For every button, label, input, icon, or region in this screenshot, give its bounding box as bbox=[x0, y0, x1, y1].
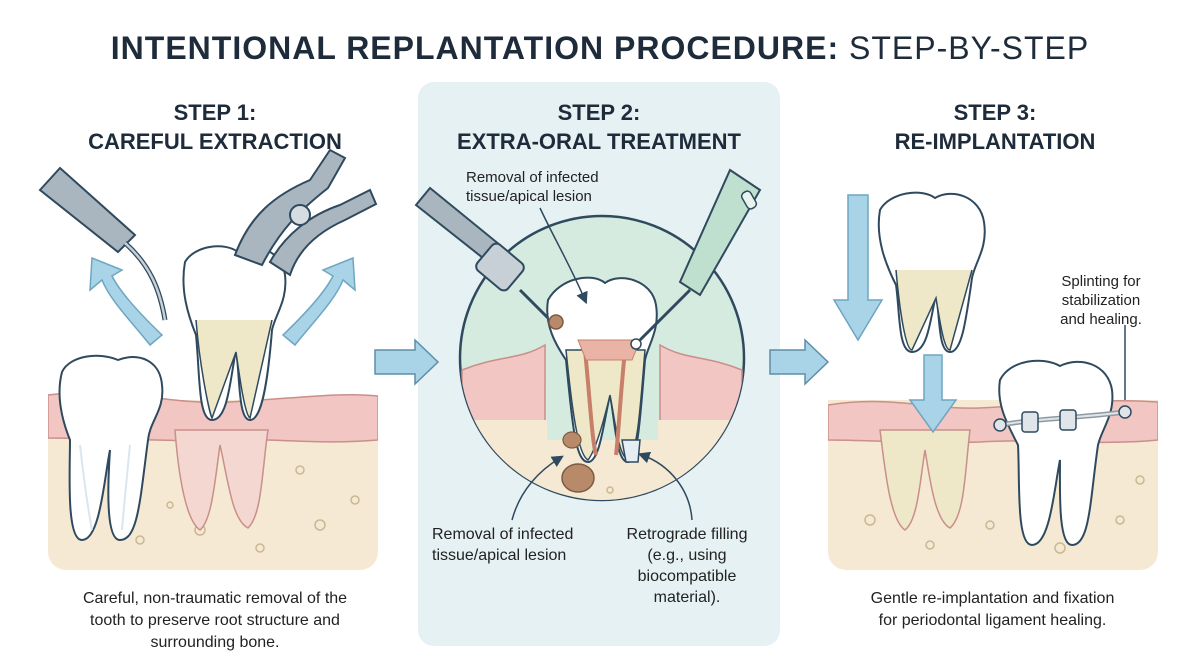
step3-heading: STEP 3: RE-IMPLANTATION bbox=[830, 98, 1160, 156]
step1-arrow-left bbox=[89, 256, 164, 347]
step3-replanted-tooth bbox=[877, 191, 986, 354]
dental-handpiece-icon bbox=[414, 186, 564, 330]
step3-caption: Gentle re-implantation and fixation for … bbox=[820, 588, 1165, 632]
step2-heading: STEP 2: EXTRA-ORAL TREATMENT bbox=[418, 98, 780, 156]
page-title: INTENTIONAL REPLANTATION PROCEDURE: STEP… bbox=[0, 30, 1200, 67]
dental-elevator-icon bbox=[38, 166, 168, 321]
step2-note-br-line2: (e.g., using bbox=[647, 547, 727, 564]
step2-note-bl-line2: tissue/apical lesion bbox=[432, 547, 567, 564]
step1-caption-line2: tooth to preserve root structure and bbox=[90, 612, 340, 629]
step3-scene bbox=[828, 359, 1158, 570]
step2-name: EXTRA-ORAL TREATMENT bbox=[457, 129, 741, 154]
step3-caption-line1: Gentle re-implantation and fixation bbox=[870, 590, 1115, 607]
extraction-forceps-icon bbox=[233, 148, 378, 277]
step1-caption-line1: Careful, non-traumatic removal of the bbox=[82, 590, 348, 607]
step2-note-br-line1: Retrograde filling bbox=[626, 526, 748, 543]
retrograde-filling bbox=[621, 439, 641, 463]
step2-leader-right bbox=[637, 451, 693, 521]
step3-neighbor-tooth bbox=[998, 359, 1114, 547]
step1-scene bbox=[48, 245, 378, 570]
step3-arrow-down-left bbox=[832, 194, 884, 342]
step2-note-br-line3: biocompatible bbox=[637, 568, 737, 585]
step3-name: RE-IMPLANTATION bbox=[894, 129, 1096, 154]
step1-caption: Careful, non-traumatic removal of the to… bbox=[40, 588, 390, 654]
step3-note-line3: and healing. bbox=[1060, 311, 1142, 328]
retrograde-filler-icon bbox=[630, 168, 762, 350]
step1-arrow-right bbox=[281, 256, 356, 347]
step3-caption-line2: for periodontal ligament healing. bbox=[878, 612, 1107, 629]
step3-arrow-down-center bbox=[908, 354, 958, 434]
step2-to-step3-arrow bbox=[769, 338, 830, 386]
step2-leader-left bbox=[511, 455, 564, 521]
step2-note-bl-line1: Removal of infected bbox=[432, 526, 574, 543]
step3-note-line1: Splinting for bbox=[1061, 273, 1141, 290]
step1-label: STEP 1: bbox=[173, 100, 257, 125]
step2-note-top-line2: tissue/apical lesion bbox=[466, 188, 592, 205]
step3-note-line2: stabilization bbox=[1061, 292, 1141, 309]
step2-leader-top bbox=[539, 207, 588, 305]
step2-note-br-line4: material). bbox=[653, 589, 721, 606]
step1-name: CAREFUL EXTRACTION bbox=[88, 129, 342, 154]
splint-wire-icon bbox=[993, 405, 1132, 433]
step1-to-step2-arrow bbox=[374, 338, 440, 386]
step3-note-splint: Splinting for stabilization and healing. bbox=[1046, 272, 1156, 329]
step3-label: STEP 3: bbox=[953, 100, 1037, 125]
step1-empty-socket bbox=[174, 429, 269, 531]
step1-extracted-tooth bbox=[182, 245, 287, 422]
step1-neighbor-tooth bbox=[58, 354, 164, 542]
step1-caption-line3: surrounding bone. bbox=[150, 634, 280, 651]
step2-tooth bbox=[546, 276, 658, 464]
step2-label: STEP 2: bbox=[557, 100, 641, 125]
title-light: STEP-BY-STEP bbox=[849, 30, 1090, 66]
step1-heading: STEP 1: CAREFUL EXTRACTION bbox=[60, 98, 370, 156]
apical-lesion bbox=[561, 431, 595, 493]
step2-note-bottom-right: Retrograde filling (e.g., using biocompa… bbox=[612, 524, 762, 608]
step2-note-top-line1: Removal of infected bbox=[466, 169, 599, 186]
title-bold: INTENTIONAL REPLANTATION PROCEDURE: bbox=[110, 30, 840, 66]
step2-note-top: Removal of infected tissue/apical lesion bbox=[466, 168, 599, 206]
step2-note-bottom-left: Removal of infected tissue/apical lesion bbox=[432, 524, 573, 566]
